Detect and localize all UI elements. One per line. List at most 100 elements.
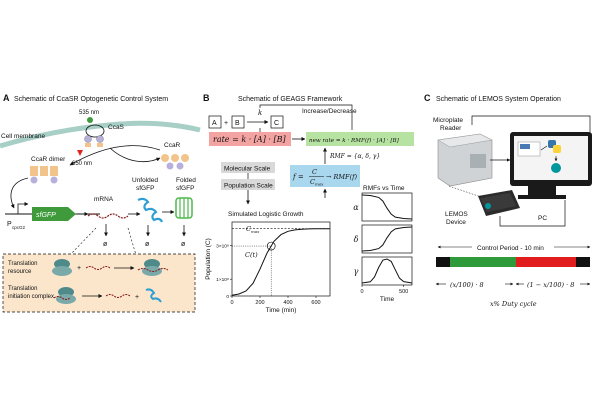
increase-decrease-label: Increase/Decrease: [302, 108, 357, 115]
rmf-plot-frame: [361, 192, 413, 222]
promoter-label: P: [7, 221, 12, 228]
promoter-subscript: cpcG2: [12, 225, 26, 230]
species-b-box: [231, 115, 245, 129]
pc-label: PC: [538, 215, 547, 222]
arduino-logo-icon: [551, 163, 561, 173]
y-tick-label: 1×10⁸: [216, 277, 229, 283]
cell-membrane-line: [0, 120, 201, 149]
plus-sign-1: +: [77, 265, 81, 272]
microplate-label-2: Reader: [440, 125, 462, 132]
f-equation-box: [290, 165, 360, 187]
cmax-label: C: [246, 225, 251, 233]
panel-b-letter: B: [203, 93, 210, 103]
duty-bar-red: [516, 257, 576, 267]
x-tick-label: 600: [311, 300, 320, 306]
unfolded-sfgfp-icon: [137, 197, 164, 223]
panel-a: A Schematic of CcaSR Optogenetic Control…: [0, 93, 201, 313]
f-equation-denominator: C: [310, 178, 315, 186]
mrna-degradation-symbol: ø: [103, 241, 108, 248]
species-a-label: A: [212, 120, 217, 127]
ct-label: C(t): [245, 251, 258, 259]
f-equation-denominator-sub: max: [315, 182, 324, 187]
ccar-dimer-icon: [30, 166, 58, 184]
increase-decrease-connector: [259, 104, 353, 132]
panel-a-title: Schematic of CcaSR Optogenetic Control S…: [14, 96, 168, 103]
cell-membrane-label: Cell membrane: [1, 133, 45, 140]
initiation-complex-icon: [53, 287, 76, 304]
python-logo-icon: [548, 140, 561, 153]
promoter-arrow: [17, 202, 29, 214]
on-time-formula: (x/100) · 8: [450, 281, 484, 289]
ccas-label: CcaS: [108, 124, 125, 131]
duty-bar-black-right: [576, 257, 590, 267]
species-b-label: B: [235, 120, 240, 127]
duty-bar-black-left: [436, 257, 450, 267]
wavelength-535-label: 535 nm: [79, 110, 99, 116]
rmf-series-1: [361, 226, 413, 252]
logistic-growth-series: [231, 228, 330, 296]
off-time-formula: (1 − x/100) · 8: [527, 281, 574, 289]
duty-bar-green: [450, 257, 516, 267]
ccar-label: CcaR: [164, 142, 181, 149]
f-equation-rhs: → RMF(f): [326, 173, 358, 181]
red-light-icon: [77, 150, 83, 156]
growth-chart-title: Simulated Logistic Growth: [228, 211, 304, 218]
sfgfp-gene-arrow: [32, 207, 76, 221]
zoom-line-right: [127, 227, 137, 256]
new-rate-equation-box: [306, 132, 414, 146]
rmf-x-tick-label: 0: [360, 289, 363, 295]
inset-mrna-2: [105, 294, 131, 298]
y-tick-label: 0: [226, 294, 229, 300]
folded-label-1: Folded: [176, 177, 196, 184]
growth-plot-frame: [231, 221, 331, 297]
rate-equation: rate = k · [A] · [B]: [213, 135, 286, 144]
y-tick-label: 3×10⁸: [216, 244, 229, 250]
panel-b: B Schematic of GEAGS Framework A + B k C…: [203, 93, 414, 314]
dimerization-arrow: [69, 145, 161, 166]
f-equation-numerator: C: [312, 168, 317, 176]
mrna-label: mRNA: [94, 196, 114, 203]
device-zoom-line: [448, 185, 485, 199]
mrna-strand: [87, 213, 129, 219]
lemos-label-1: LEMOS: [445, 211, 468, 218]
unfolded-degradation-symbol: ø: [145, 241, 150, 248]
rmf-chart-title: RMFs vs Time: [363, 185, 405, 192]
translation-complex-label-2: initiation complex: [8, 294, 54, 300]
unfolded-label-2: sfGFP: [136, 185, 154, 192]
rmf-row-label: γ: [354, 267, 359, 276]
microplate-label-1: Microplate: [433, 117, 463, 124]
molecular-scale-label: Molecular Scale: [224, 166, 271, 173]
rmf-series-0: [361, 194, 413, 220]
population-scale-label: Population Scale: [224, 183, 273, 190]
species-c-label: C: [274, 120, 279, 127]
y-axis-label: Population (C): [205, 238, 212, 280]
green-light-icon: [87, 117, 93, 123]
cmax-label-sub: max: [251, 229, 260, 234]
f-equation-lhs: f =: [292, 173, 304, 181]
ct-marker: [266, 241, 276, 251]
inset-mrna-1: [85, 266, 111, 270]
translation-resource-label-2: resource: [8, 269, 32, 275]
panel-b-title: Schematic of GEAGS Framework: [238, 96, 343, 103]
software-flow-arrows: [540, 145, 556, 161]
rmf-x-axis-label: Time: [380, 296, 395, 303]
lemos-label-2: Device: [446, 219, 466, 226]
unfolded-label-1: Unfolded: [132, 177, 158, 184]
rmf-row-label: α: [353, 203, 359, 212]
control-period-label: Control Period - 10 min: [477, 245, 544, 252]
folded-label-2: sfGFP: [176, 185, 194, 192]
folded-degradation-symbol: ø: [181, 241, 186, 248]
panel-c-letter: C: [424, 93, 431, 103]
reaction-plus: +: [224, 120, 228, 127]
folded-sfgfp-icon: [175, 197, 193, 219]
binding-arrow: [10, 177, 29, 209]
x-tick-label: 200: [255, 300, 264, 306]
species-a-box: [208, 115, 222, 129]
translation-inset-box: [2, 253, 196, 313]
gene-label: sfGFP: [36, 212, 56, 219]
translation-complex-label-1: Translation: [8, 286, 37, 292]
panel-c-title: Schematic of LEMOS System Operation: [436, 96, 561, 103]
